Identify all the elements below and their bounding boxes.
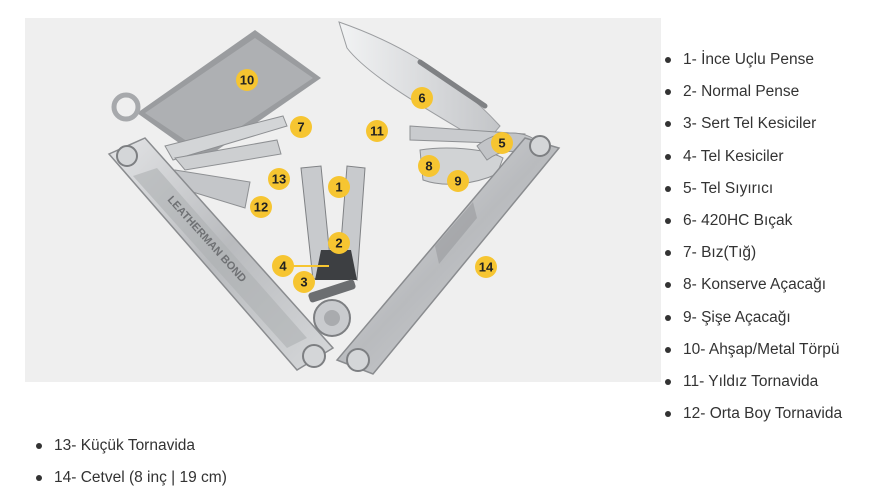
badge-11: 11 bbox=[366, 120, 388, 142]
multitool-illustration: LEATHERMAN BOND 1 2 3 4 5 6 7 bbox=[107, 21, 561, 375]
left-handle: LEATHERMAN BOND bbox=[107, 137, 335, 371]
badge-12: 12 bbox=[250, 196, 272, 218]
list-item: 9- Şişe Açacağı bbox=[663, 302, 842, 334]
list-item: 13- Küçük Tornavida bbox=[34, 430, 227, 462]
badge-3: 3 bbox=[293, 271, 315, 293]
feature-list-right: 1- İnce Uçlu Pense 2- Normal Pense 3- Se… bbox=[663, 44, 842, 430]
svg-text:6: 6 bbox=[418, 91, 425, 106]
svg-text:14: 14 bbox=[479, 260, 494, 275]
list-item: 11- Yıldız Tornavida bbox=[663, 366, 842, 398]
list-item: 7- Bız(Tığ) bbox=[663, 237, 842, 269]
list-item: 3- Sert Tel Kesiciler bbox=[663, 108, 842, 140]
badge-10: 10 bbox=[236, 69, 258, 91]
file-tool bbox=[111, 30, 321, 160]
badge-4: 4 bbox=[272, 255, 294, 277]
svg-text:1: 1 bbox=[335, 180, 342, 195]
svg-text:8: 8 bbox=[425, 159, 432, 174]
right-handle bbox=[335, 135, 561, 375]
badge-2: 2 bbox=[328, 232, 350, 254]
badge-14: 14 bbox=[475, 256, 497, 278]
list-item: 8- Konserve Açacağı bbox=[663, 269, 842, 301]
svg-text:11: 11 bbox=[370, 124, 384, 139]
badge-5: 5 bbox=[491, 132, 513, 154]
list-item: 2- Normal Pense bbox=[663, 76, 842, 108]
svg-text:10: 10 bbox=[240, 73, 254, 88]
list-item: 12- Orta Boy Tornavida bbox=[663, 398, 842, 430]
badge-6: 6 bbox=[411, 87, 433, 109]
left-small-tools bbox=[164, 115, 288, 209]
svg-text:4: 4 bbox=[279, 259, 287, 274]
product-image: LEATHERMAN BOND 1 2 3 4 5 6 7 bbox=[25, 18, 661, 382]
svg-text:2: 2 bbox=[335, 236, 342, 251]
svg-text:13: 13 bbox=[272, 172, 286, 187]
feature-list-bottom: 13- Küçük Tornavida 14- Cetvel (8 inç | … bbox=[34, 430, 227, 494]
badge-13: 13 bbox=[268, 168, 290, 190]
list-item: 6- 420HC Bıçak bbox=[663, 205, 842, 237]
svg-text:9: 9 bbox=[454, 174, 461, 189]
list-item: 10- Ahşap/Metal Törpü bbox=[663, 334, 842, 366]
list-item: 1- İnce Uçlu Pense bbox=[663, 44, 842, 76]
list-item: 5- Tel Sıyırıcı bbox=[663, 173, 842, 205]
badge-9: 9 bbox=[447, 170, 469, 192]
badge-7: 7 bbox=[290, 116, 312, 138]
svg-text:5: 5 bbox=[498, 136, 505, 151]
badge-8: 8 bbox=[418, 155, 440, 177]
list-item: 14- Cetvel (8 inç | 19 cm) bbox=[34, 462, 227, 494]
list-item: 4- Tel Kesiciler bbox=[663, 141, 842, 173]
badge-1: 1 bbox=[328, 176, 350, 198]
svg-text:12: 12 bbox=[254, 200, 268, 215]
svg-text:7: 7 bbox=[297, 120, 304, 135]
svg-text:3: 3 bbox=[300, 275, 307, 290]
knife-blade bbox=[338, 21, 501, 145]
